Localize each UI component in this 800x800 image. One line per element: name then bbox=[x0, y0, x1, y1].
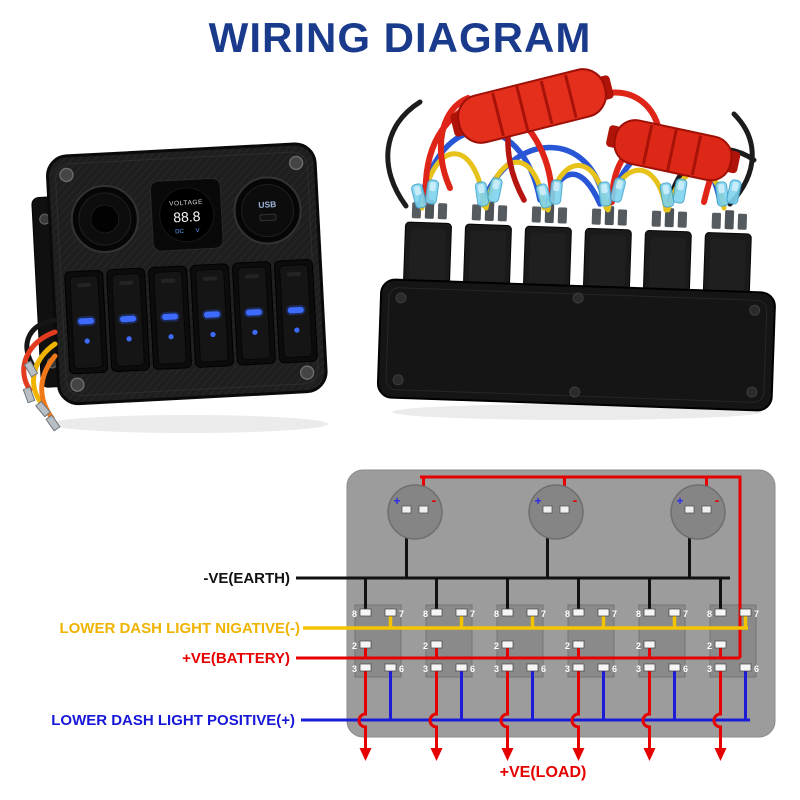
rear-panel-image bbox=[376, 68, 776, 420]
fuse-holder bbox=[606, 119, 741, 182]
wiring-schematic: + - 8 bbox=[51, 469, 776, 781]
voltmeter-dc-label: DC bbox=[175, 229, 185, 235]
connector-cluster bbox=[410, 176, 743, 210]
rocker-switch bbox=[273, 258, 319, 364]
rocker-switch bbox=[64, 269, 109, 375]
panel-screws bbox=[59, 155, 315, 392]
power-socket-12v bbox=[70, 185, 139, 254]
voltmeter-display: VOLTAGE 88.8 DC V bbox=[149, 177, 224, 252]
voltmeter-title: VOLTAGE bbox=[169, 199, 203, 208]
rocker-switch bbox=[147, 265, 193, 371]
rocker-switch bbox=[189, 263, 235, 368]
fuse-holder bbox=[450, 68, 614, 144]
load-label: +VE(LOAD) bbox=[500, 764, 587, 781]
usb-label: USB bbox=[258, 199, 276, 210]
rear-panel-body bbox=[376, 198, 776, 412]
rear-panel-plate bbox=[376, 278, 776, 412]
dash-positive-label: LOWER DASH LIGHT POSITIVE(+) bbox=[51, 712, 295, 729]
spade-terminals bbox=[22, 360, 61, 432]
voltmeter-value: 88.8 bbox=[173, 208, 201, 225]
mount-holes bbox=[392, 292, 761, 398]
rocker-switch bbox=[231, 260, 277, 366]
front-panel-shadow bbox=[48, 415, 328, 433]
usb-socket: USB bbox=[233, 176, 302, 245]
rocker-switch bbox=[105, 267, 151, 373]
voltmeter-v-label: V bbox=[195, 228, 199, 234]
page-title: WIRING DIAGRAM bbox=[208, 14, 592, 61]
earth-label: -VE(EARTH) bbox=[203, 570, 290, 587]
front-panel-body: VOLTAGE 88.8 DC V USB bbox=[31, 142, 328, 406]
front-panel-image: VOLTAGE 88.8 DC V USB bbox=[21, 142, 328, 433]
positive-feed-bus bbox=[420, 475, 742, 658]
dash-negative-label: LOWER DASH LIGHT NIGATIVE(-) bbox=[59, 620, 300, 637]
battery-label: +VE(BATTERY) bbox=[182, 650, 290, 667]
